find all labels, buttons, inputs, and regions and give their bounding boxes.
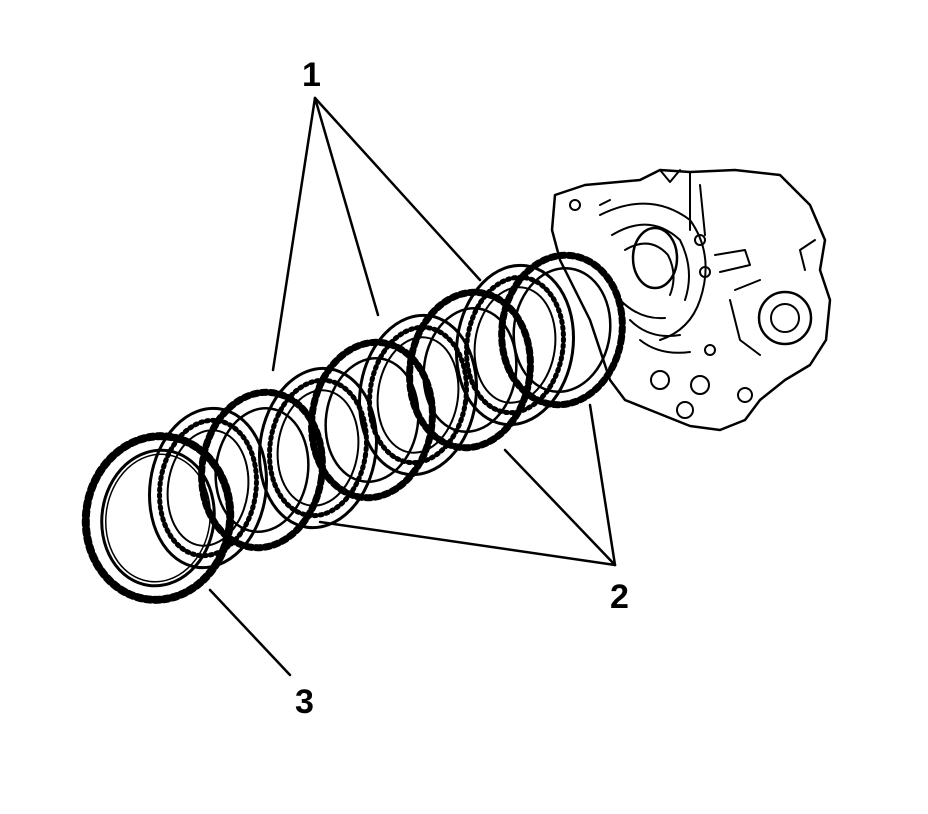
leader-lines — [208, 96, 617, 677]
leader-line-3 — [208, 588, 292, 677]
callout-label-2: 2 — [610, 578, 629, 616]
front-steel-plate — [81, 432, 235, 604]
clutch-plates — [81, 251, 626, 604]
leader-line-2c — [318, 520, 617, 567]
leader-line-1b — [313, 96, 380, 317]
leader-line-2b — [503, 448, 617, 567]
leader-line-1c — [313, 96, 482, 282]
callout-label-3: 3 — [295, 683, 314, 721]
leader-line-1a — [271, 96, 317, 372]
transaxle-case — [550, 168, 832, 432]
callout-label-1: 1 — [302, 56, 321, 94]
leader-line-2a — [588, 403, 617, 567]
